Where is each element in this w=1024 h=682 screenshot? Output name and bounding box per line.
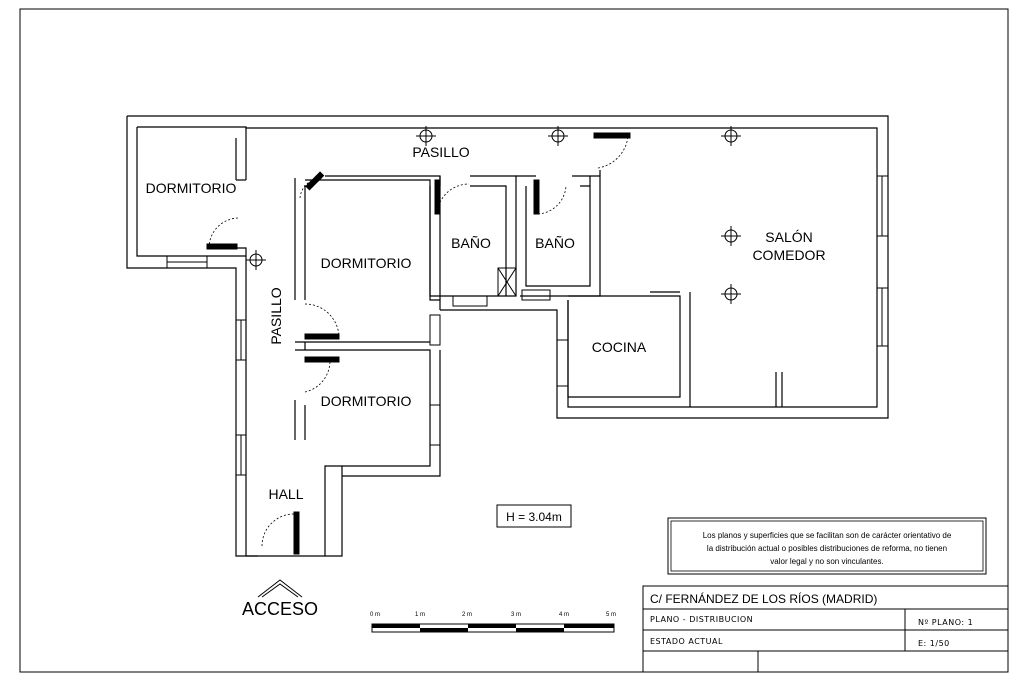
access-label: ACCESO xyxy=(242,599,318,619)
room-label-comedor: COMEDOR xyxy=(752,247,825,263)
title-state: ESTADO ACTUAL xyxy=(650,637,723,646)
title-block-frame xyxy=(642,585,1009,673)
windows xyxy=(166,175,889,476)
scale-tick-label: 4 m xyxy=(559,612,569,618)
room-label-pasillo-top: PASILLO xyxy=(412,144,469,160)
room-label-dormitorio-center: DORMITORIO xyxy=(321,255,412,271)
room-label-cocina: COCINA xyxy=(592,339,647,355)
title-plan-type: PLANO - DISTRIBUCION xyxy=(650,615,753,624)
scale-bar xyxy=(371,623,615,633)
sheet-border xyxy=(19,8,1009,673)
height-note: H = 3.04m xyxy=(506,510,562,524)
title-address: C/ FERNÁNDEZ DE LOS RÍOS (MADRID) xyxy=(650,591,877,606)
disclaimer-box-outer xyxy=(667,517,987,575)
scale-tick-label: 0 m xyxy=(370,612,380,618)
scale-tick-label: 2 m xyxy=(462,612,472,618)
disclaimer-line-1: Los planos y superficies que se facilita… xyxy=(703,531,952,540)
title-scale: E: 1/50 xyxy=(918,639,950,648)
access-arrow-icon xyxy=(257,579,303,598)
room-label-pasillo-vertical: PASILLO xyxy=(268,287,284,344)
height-note-box xyxy=(496,504,572,528)
disclaimer-line-3: valor legal y no son vinculantes. xyxy=(770,557,883,566)
room-label-dormitorio-lower: DORMITORIO xyxy=(321,393,412,409)
room-label-bano-2: BAÑO xyxy=(535,235,575,251)
doors xyxy=(206,132,631,555)
disclaimer-box-inner xyxy=(670,520,984,572)
room-label-dormitorio-top-left: DORMITORIO xyxy=(146,180,237,196)
ceiling-lights xyxy=(246,126,741,304)
scale-tick-label: 5 m xyxy=(606,612,616,618)
room-label-hall: HALL xyxy=(268,486,303,502)
title-plan-number: Nº PLANO: 1 xyxy=(918,618,973,627)
scale-tick-label: 3 m xyxy=(511,612,521,618)
scale-tick-label: 1 m xyxy=(415,612,425,618)
room-label-bano-1: BAÑO xyxy=(451,235,491,251)
disclaimer-line-2: la distribución actual o posibles distri… xyxy=(707,544,947,553)
room-label-salon: SALÓN xyxy=(765,229,812,245)
